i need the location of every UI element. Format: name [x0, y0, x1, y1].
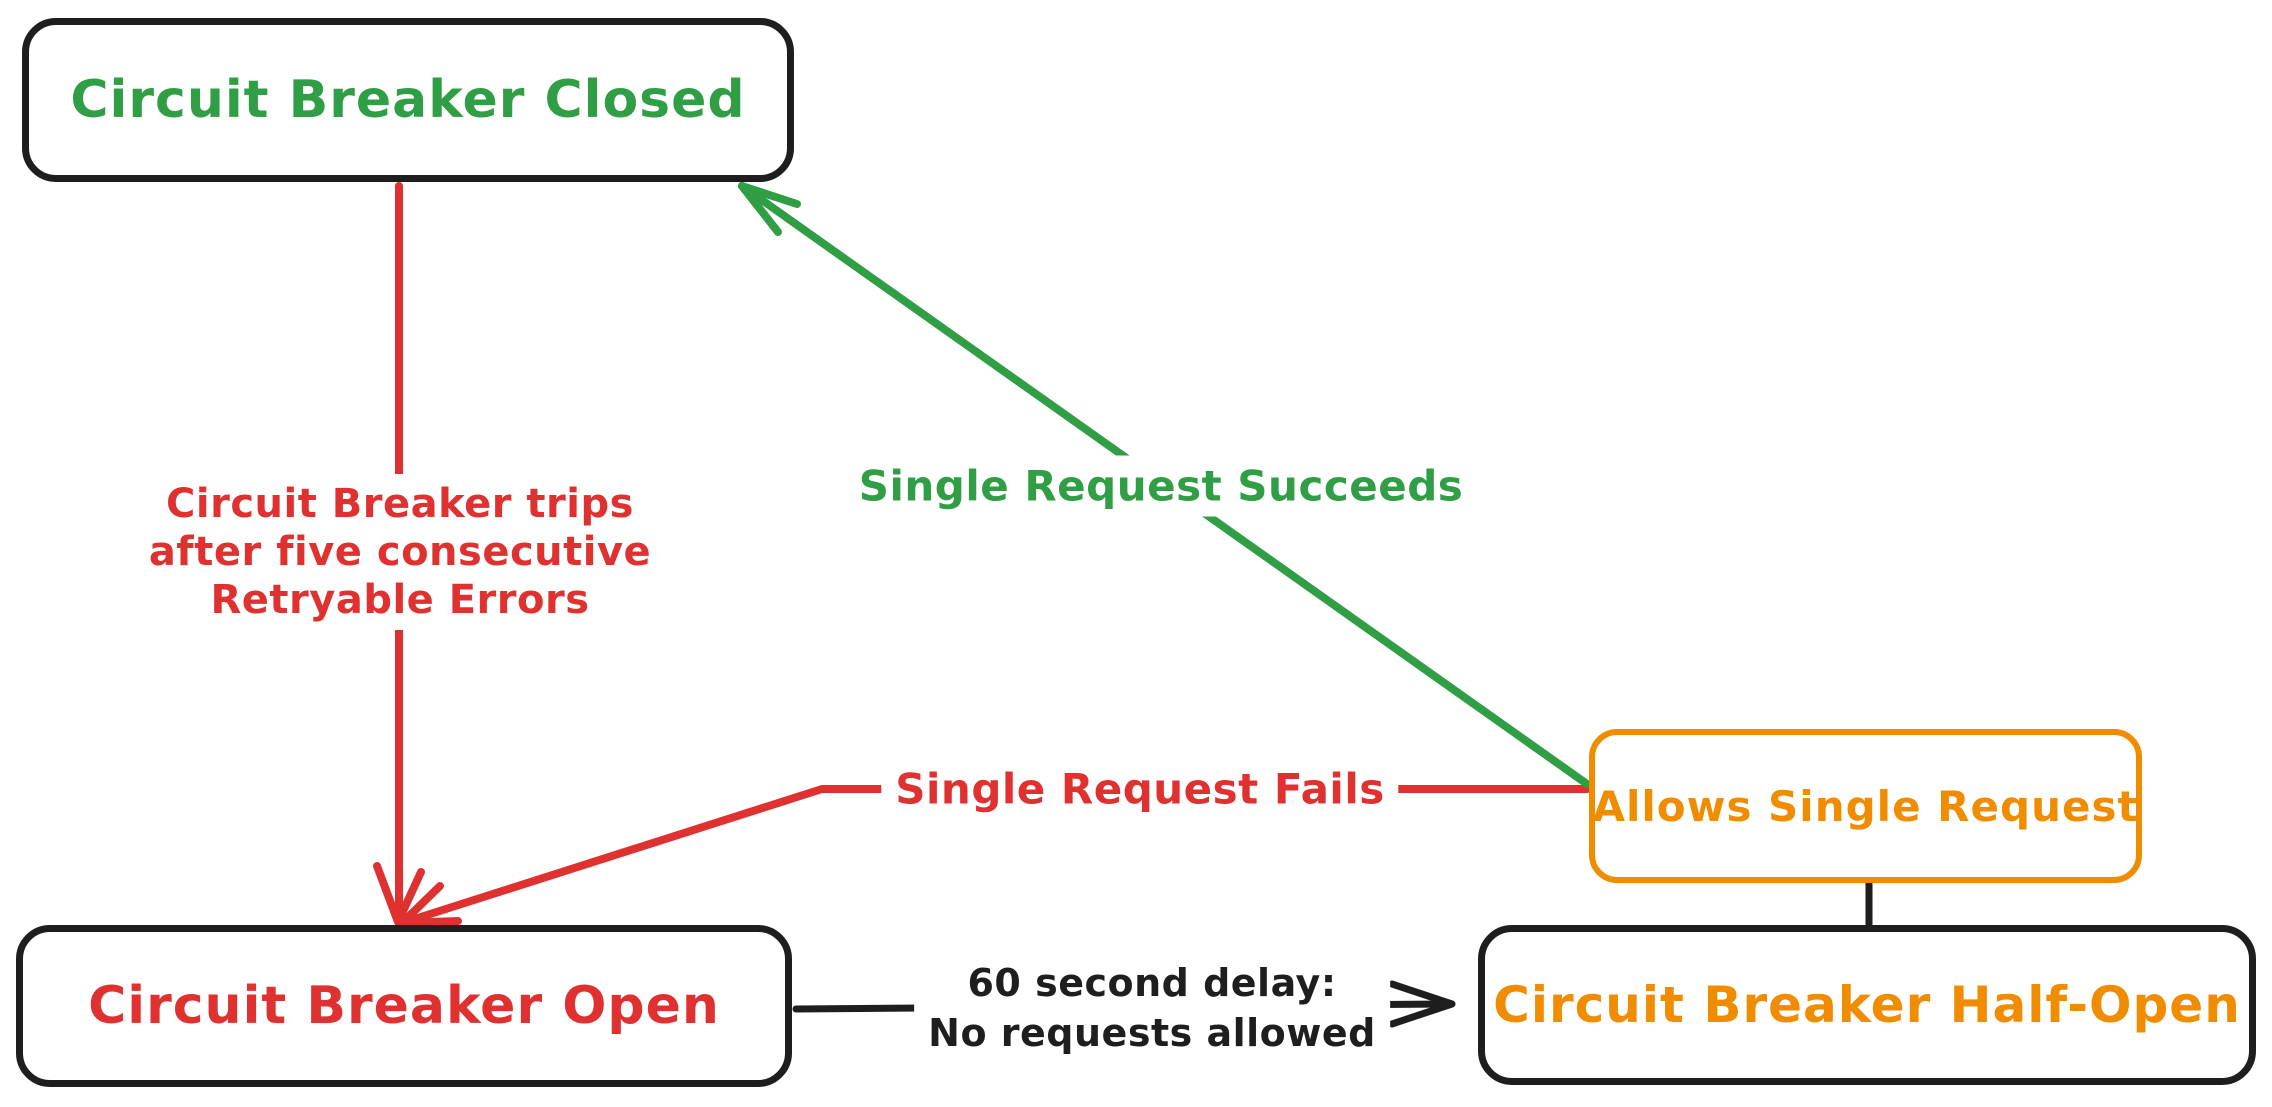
edge-label-delay: 60 second delay: No requests allowed: [914, 952, 1390, 1064]
node-circuit-breaker-half-open-label: Circuit Breaker Half-Open: [1493, 976, 2241, 1034]
node-circuit-breaker-closed: Circuit Breaker Closed: [22, 18, 794, 182]
edge-label-delay-line2: No requests allowed: [928, 1011, 1376, 1055]
edge-label-trip: Circuit Breaker trips after five consecu…: [134, 474, 666, 630]
node-allows-single-request: Allows Single Request: [1589, 729, 2142, 883]
node-circuit-breaker-closed-label: Circuit Breaker Closed: [70, 70, 746, 130]
node-circuit-breaker-open: Circuit Breaker Open: [16, 925, 792, 1087]
edge-label-trip-line2: after five consecutive: [148, 529, 652, 575]
node-circuit-breaker-half-open: Circuit Breaker Half-Open: [1478, 925, 2256, 1085]
edge-label-succeed: Single Request Succeeds: [844, 455, 1478, 517]
edge-label-fail: Single Request Fails: [881, 758, 1399, 820]
node-circuit-breaker-open-label: Circuit Breaker Open: [88, 976, 720, 1036]
node-allows-single-request-label: Allows Single Request: [1592, 781, 2139, 831]
edge-label-trip-line3: Retryable Errors: [210, 577, 590, 623]
edge-label-delay-line1: 60 second delay:: [967, 961, 1337, 1005]
edge-label-trip-line1: Circuit Breaker trips: [166, 481, 634, 527]
